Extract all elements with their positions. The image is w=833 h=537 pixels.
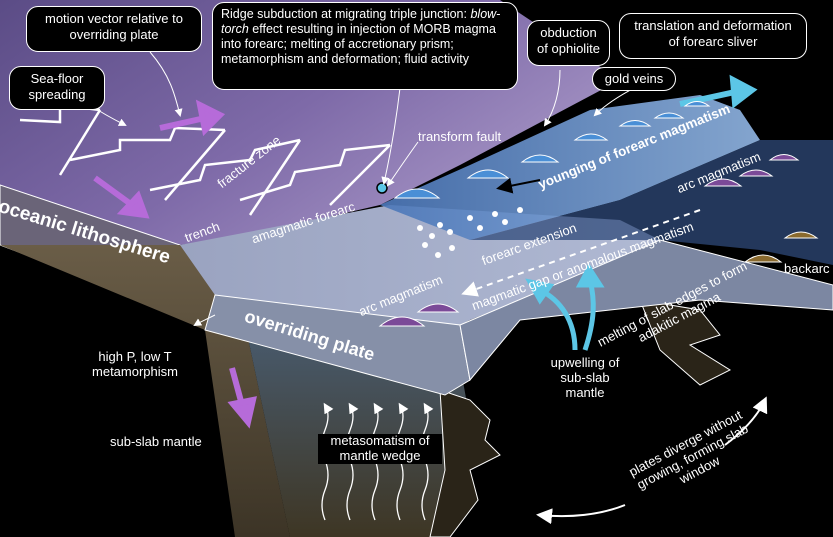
callout-gold-veins: gold veins xyxy=(592,67,676,91)
younging-arrow xyxy=(496,177,541,194)
forearc-extension-marks xyxy=(417,207,523,258)
forearc-volcanoes xyxy=(393,101,711,199)
callout-obduction: obduction of ophiolite xyxy=(527,20,610,66)
forearc-sliver xyxy=(380,95,760,240)
label-upwelling: upwelling of sub-slab mantle xyxy=(550,355,620,400)
overriding-plate-side xyxy=(459,239,833,382)
label-high-p-low-t: high P, low T metamorphism xyxy=(92,349,178,379)
label-sub-slab-mantle: sub-slab mantle xyxy=(110,434,202,449)
diverge-arrows xyxy=(536,396,768,525)
callout-ridge-subduction: Ridge subduction at migrating triple jun… xyxy=(212,2,518,90)
slab-edge-right xyxy=(639,299,732,386)
spreading-ridges xyxy=(19,103,391,216)
triple-junction xyxy=(376,182,388,194)
translation-arrow xyxy=(679,74,758,109)
arc-volcanoes xyxy=(378,154,800,327)
label-transform-fault: transform fault xyxy=(418,129,502,144)
callout-translation: translation and deformation of forearc s… xyxy=(619,13,807,59)
label-backarc: backarc xyxy=(784,261,830,276)
label-metasomatism: metasomatism of mantle wedge xyxy=(318,433,442,464)
ridge-italic: blow-torch xyxy=(221,7,501,36)
slab-window-edge xyxy=(429,389,501,537)
leader-lines xyxy=(89,51,641,327)
upwelling-arrows xyxy=(525,263,605,351)
forearc-dark-band xyxy=(470,140,833,265)
backarc-volcanoes xyxy=(743,231,819,263)
callout-motion-vector: motion vector relative to overriding pla… xyxy=(26,6,202,52)
ridge-prefix: Ridge subduction at migrating triple jun… xyxy=(221,7,467,21)
callout-sea-floor-spreading: Sea-floor spreading xyxy=(9,66,105,110)
magmatic-gap-arrow xyxy=(461,209,701,297)
motion-arrows xyxy=(93,99,257,429)
ridge-rest: effect resulting in injection of MORB ma… xyxy=(221,22,496,66)
